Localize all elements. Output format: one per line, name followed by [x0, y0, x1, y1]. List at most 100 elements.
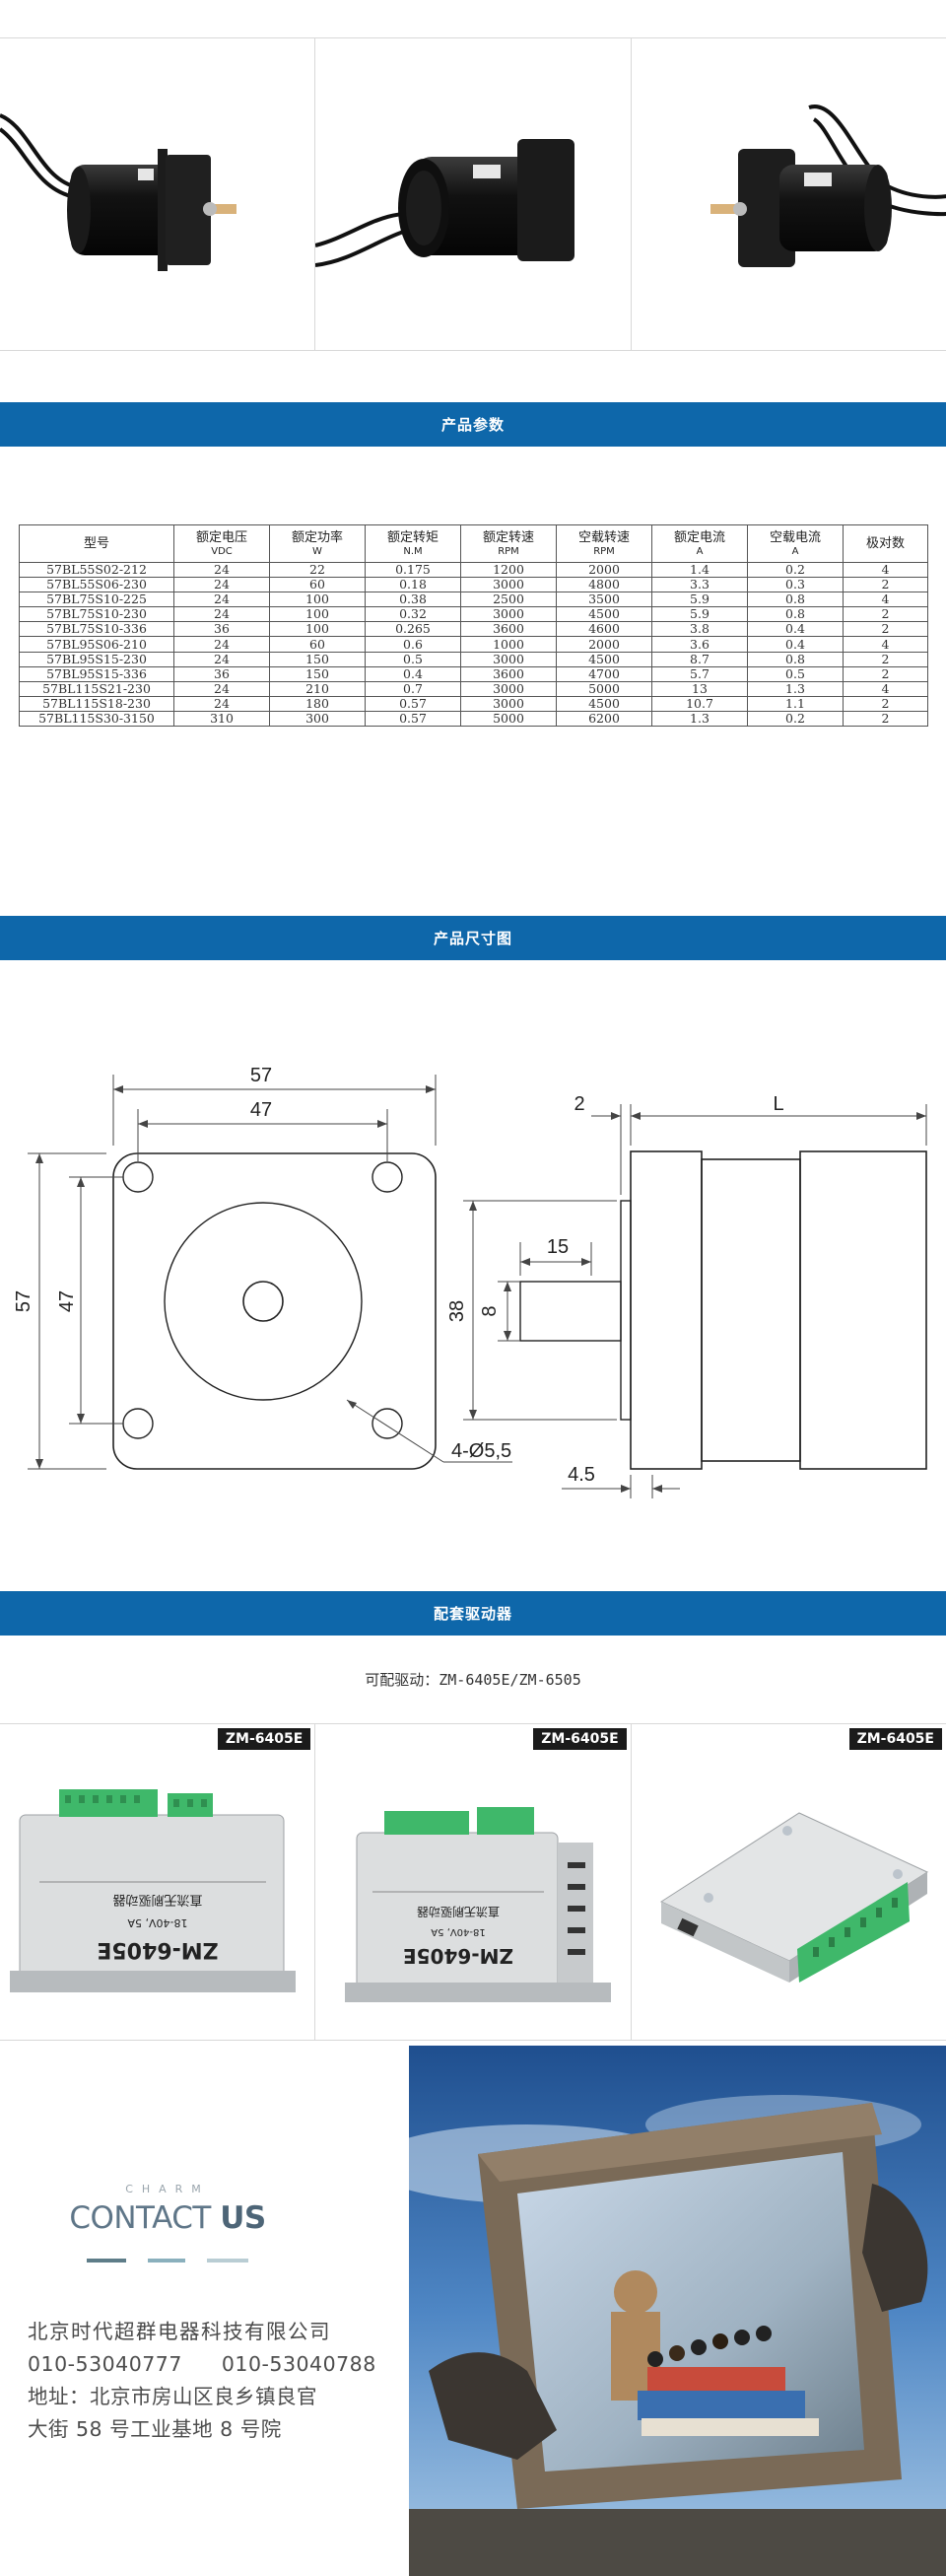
spec-cell: 4600 [556, 621, 652, 638]
motor-photo-3 [632, 38, 946, 350]
driver-label-spec-1: 18-40V, 5A [127, 1916, 187, 1929]
contact-title-bold: US [220, 2200, 266, 2236]
spec-cell: 0.57 [365, 710, 461, 728]
model-cell: 57BL95S15-230 [19, 651, 174, 667]
side-flange [630, 1150, 703, 1470]
side-body-front [701, 1158, 801, 1462]
shaft-circle [242, 1281, 284, 1322]
spec-cell: 5.9 [651, 606, 748, 623]
model-cell: 57BL115S21-230 [19, 680, 174, 697]
driver-compat-note: 可配驱动：ZM-6405E/ZM-6505 [365, 1671, 581, 1689]
spec-cell: 2 [843, 710, 928, 728]
side-body-rear [799, 1150, 927, 1470]
spec-cell: 36 [173, 665, 270, 682]
spec-cell: 1.3 [747, 680, 844, 697]
spec-cell: 4800 [556, 577, 652, 593]
section-title-size: 产品尺寸图 [0, 916, 946, 960]
spec-cell: 0.8 [747, 592, 844, 608]
spec-cell: 300 [269, 710, 366, 728]
driver-label-name-2: 直流无刷驱动器 [417, 1905, 500, 1918]
spec-cell: 100 [269, 592, 366, 608]
dim-15: 15 [547, 1236, 569, 1258]
spec-cell: 3.6 [651, 636, 748, 653]
motor-photo-front-left-icon [0, 113, 236, 271]
flange-outline [112, 1152, 437, 1470]
spec-cell: 24 [173, 636, 270, 653]
spec-header-unit: VDC [211, 545, 233, 557]
model-cell: 57BL115S18-230 [19, 695, 174, 712]
spec-cell: 36 [173, 621, 270, 638]
model-cell: 57BL75S10-230 [19, 606, 174, 623]
motor-photo-front-right-icon [710, 104, 946, 267]
charm-label: CHARM [125, 2183, 210, 2195]
contact-title-light: CONTACT [69, 2200, 211, 2236]
sculpture-photo [409, 2046, 946, 2576]
spec-cell: 0.2 [747, 710, 844, 728]
motor-photo-strip [0, 37, 946, 351]
driver-box-top-icon [659, 1812, 928, 1983]
spec-cell: 24 [173, 592, 270, 608]
phone-1: 010-53040777 [28, 2352, 182, 2376]
spec-cell: 2 [843, 621, 928, 638]
spec-cell: 22 [269, 561, 366, 579]
model-cell: 57BL95S15-336 [19, 665, 174, 682]
spec-cell: 60 [269, 636, 366, 653]
spec-cell: 1.1 [747, 695, 844, 712]
spec-cell: 0.7 [365, 680, 461, 697]
spec-header-unit: RPM [593, 545, 615, 557]
spec-header-label: 额定电流 [673, 529, 725, 545]
driver-photo-3: ZM-6405E [631, 1724, 946, 2040]
driver-label-model-2: ZM-6405E [403, 1944, 513, 1968]
divider-bar-1 [87, 2259, 126, 2263]
mount-hole-bottom-left [122, 1408, 154, 1439]
spec-header-label: 额定电压 [195, 529, 247, 545]
spec-cell: 4 [843, 592, 928, 608]
divider-bar-2 [148, 2259, 185, 2263]
spec-cell: 4500 [556, 606, 652, 623]
mount-hole-top-right [372, 1161, 403, 1193]
company-name: 北京时代超群电器科技有限公司 [28, 2320, 331, 2343]
driver-label-name-1: 直流无刷驱动器 [112, 1892, 202, 1907]
spec-cell: 4 [843, 636, 928, 653]
spec-cell: 100 [269, 621, 366, 638]
spec-cell: 24 [173, 651, 270, 667]
mount-hole-top-left [122, 1161, 154, 1193]
spec-cell: 0.4 [365, 665, 461, 682]
spec-cell: 0.8 [747, 651, 844, 667]
driver-tag-2: ZM-6405E [533, 1728, 627, 1750]
spec-cell: 1000 [460, 636, 557, 653]
spec-cell: 4 [843, 561, 928, 579]
spec-cell: 24 [173, 577, 270, 593]
spec-header-label: 空载转速 [577, 529, 630, 545]
spec-header-unit: RPM [498, 545, 519, 557]
driver-box-angle-icon: ZM-6405E 18-40V, 5A 直流无刷驱动器 [345, 1807, 612, 2002]
side-pilot [620, 1200, 632, 1421]
spec-cell: 3000 [460, 651, 557, 667]
spec-cell: 1.3 [651, 710, 748, 728]
spec-cell: 150 [269, 665, 366, 682]
spec-cell: 0.4 [747, 621, 844, 638]
dim-47-left: 47 [56, 1290, 78, 1312]
spec-cell: 0.4 [747, 636, 844, 653]
spec-cell: 2 [843, 665, 928, 682]
section-title-params: 产品参数 [0, 402, 946, 447]
address-line-2: 大街 58 号工业基地 8 号院 [28, 2417, 282, 2441]
spec-header-label: 极对数 [865, 535, 905, 551]
spec-cell: 100 [269, 606, 366, 623]
spec-cell: 8.7 [651, 651, 748, 667]
model-cell: 57BL75S10-336 [19, 621, 174, 638]
section-title-driver: 配套驱动器 [0, 1591, 946, 1636]
driver-label-model-1: ZM-6405E [97, 1937, 218, 1962]
